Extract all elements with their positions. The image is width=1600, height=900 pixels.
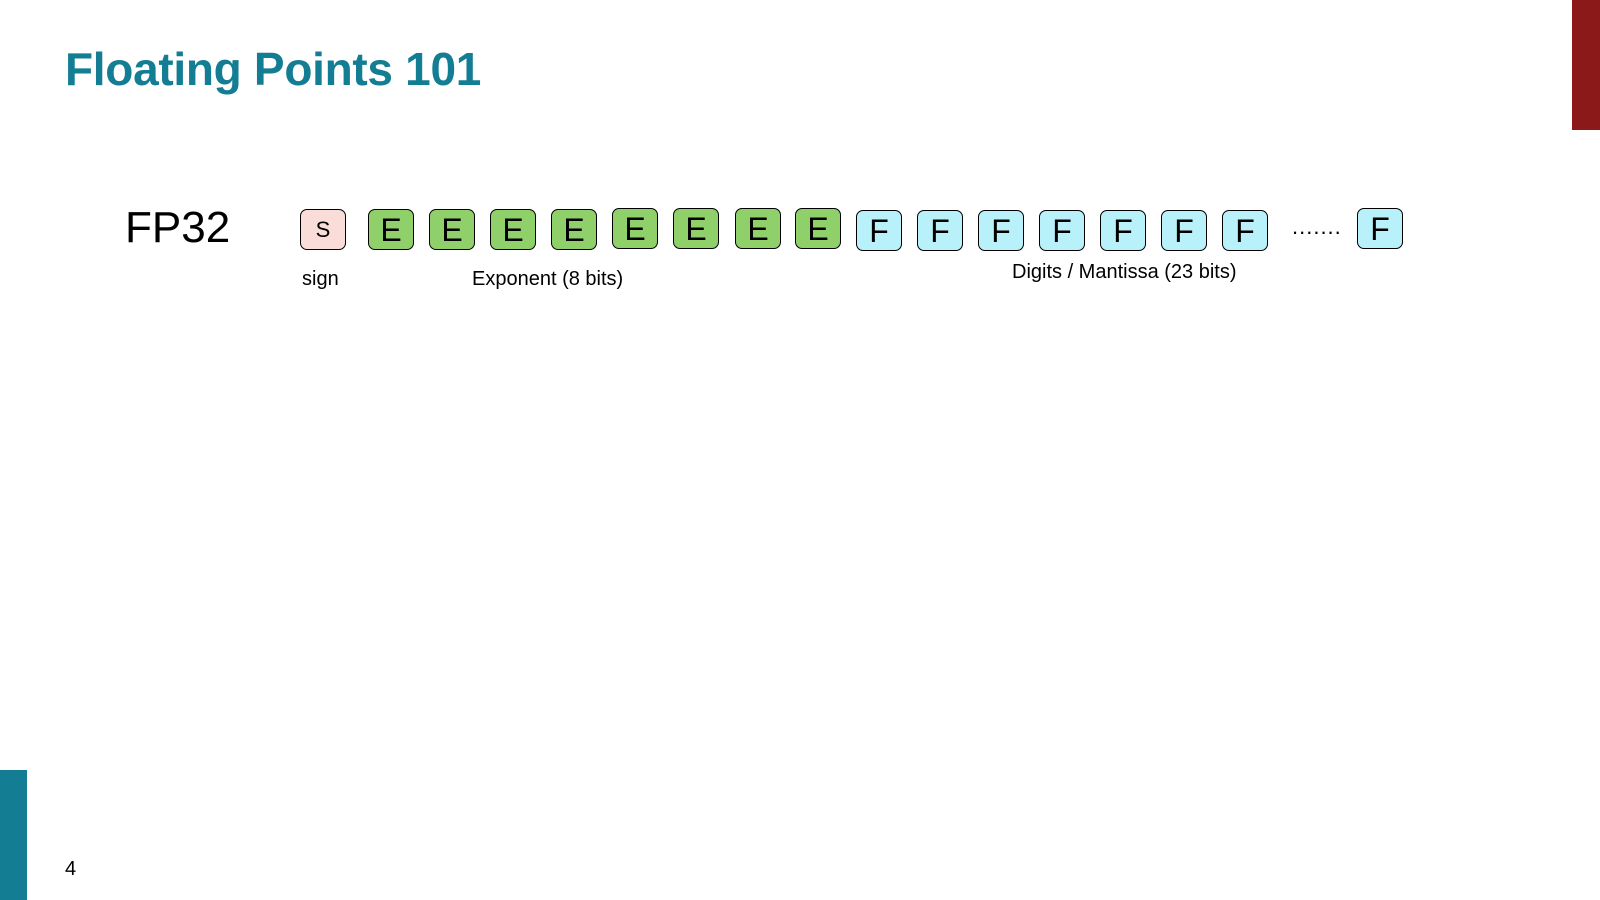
page-number: 4: [65, 858, 77, 880]
mantissa-bit-box: F: [856, 210, 902, 251]
sign-label: sign: [302, 268, 339, 290]
sign-bit-box: S: [300, 209, 346, 250]
mantissa-ellipsis: .......: [1292, 214, 1342, 239]
accent-bar-right: [1572, 0, 1600, 130]
mantissa-bit-box: F: [1222, 210, 1268, 251]
exponent-bit-box: E: [795, 208, 841, 249]
exponent-bit-box: E: [551, 209, 597, 250]
exponent-bit-box: E: [490, 209, 536, 250]
exponent-bit-box: E: [429, 209, 475, 250]
mantissa-label: Digits / Mantissa (23 bits): [1012, 261, 1237, 283]
mantissa-bit-box: F: [1039, 210, 1085, 251]
mantissa-bit-box: F: [978, 210, 1024, 251]
exponent-bit-box: E: [673, 208, 719, 249]
accent-bar-left: [0, 770, 27, 900]
mantissa-bit-box: F: [1100, 210, 1146, 251]
mantissa-bit-box: F: [917, 210, 963, 251]
mantissa-bit-box: F: [1161, 210, 1207, 251]
exponent-bit-box: E: [368, 209, 414, 250]
slide-title: Floating Points 101: [65, 43, 482, 95]
exponent-bit-box: E: [612, 208, 658, 249]
format-label: FP32: [125, 203, 231, 252]
mantissa-last-bit-box: F: [1357, 208, 1403, 249]
exponent-label: Exponent (8 bits): [472, 268, 624, 290]
exponent-bit-box: E: [735, 208, 781, 249]
